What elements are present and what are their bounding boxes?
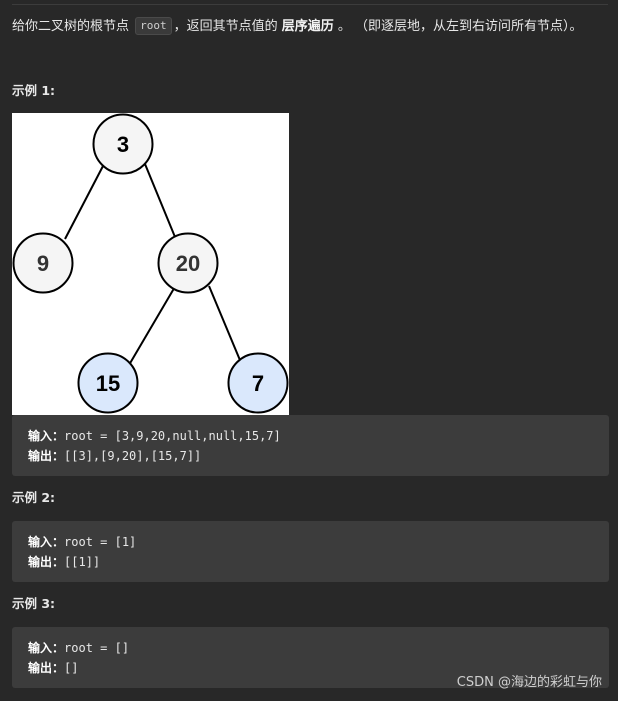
binary-tree-diagram: 3 9 20 15 7 <box>12 113 289 414</box>
node-circle <box>157 232 219 294</box>
tree-node-20: 20 <box>157 232 219 294</box>
input-value: root = [1] <box>64 535 137 549</box>
example-3-title: 示例 3: <box>12 596 56 611</box>
input-label: 输入： <box>28 641 65 655</box>
example-2-output-line: 输出：[[1]] <box>28 552 609 572</box>
edge-3-9 <box>64 165 104 240</box>
intro-text-3: 。 （即逐层地，从左到右访问所有节点）。 <box>333 19 583 34</box>
input-value: root = [] <box>64 641 130 655</box>
output-label: 输出： <box>28 555 65 569</box>
example-1-input-line: 输入：root = [3,9,20,null,null,15,7] <box>28 426 609 446</box>
input-label: 输入： <box>28 535 65 549</box>
edge-3-20 <box>144 163 176 238</box>
node-label: 15 <box>96 371 120 396</box>
output-value: [[1]] <box>64 555 101 569</box>
top-divider <box>12 4 608 5</box>
node-label: 7 <box>252 371 264 396</box>
binary-tree-image: 3 9 20 15 7 <box>12 113 289 415</box>
example-3-code-block: 输入：root = [] 输出：[] <box>12 627 609 688</box>
example-2-title: 示例 2: <box>12 490 56 505</box>
output-value: [[3],[9,20],[15,7]] <box>64 449 202 463</box>
example-2-code-block: 输入：root = [1] 输出：[[1]] <box>12 521 609 582</box>
tree-node-3: 3 <box>92 113 154 175</box>
tree-node-7: 7 <box>227 352 289 414</box>
example-3-output-line: 输出：[] <box>28 658 609 678</box>
input-value: root = [3,9,20,null,null,15,7] <box>64 429 281 443</box>
intro-text-2: ，返回其节点值的 <box>173 19 282 34</box>
node-circle <box>92 113 154 175</box>
node-circle <box>12 232 74 294</box>
node-circle <box>227 352 289 414</box>
node-label: 20 <box>176 251 200 276</box>
node-label: 3 <box>117 132 129 157</box>
example-3-input-line: 输入：root = [] <box>28 638 609 658</box>
edge-20-15 <box>128 284 177 366</box>
node-label: 9 <box>37 251 49 276</box>
tree-node-9: 9 <box>12 232 74 294</box>
problem-description: 给你二叉树的根节点 root，返回其节点值的 层序遍历 。 （即逐层地，从左到右… <box>12 17 612 37</box>
input-label: 输入： <box>28 429 65 443</box>
edge-20-7 <box>208 285 243 366</box>
intro-bold-term: 层序遍历 <box>281 19 334 34</box>
node-circle <box>77 352 139 414</box>
output-label: 输出： <box>28 661 65 675</box>
example-1-output-line: 输出：[[3],[9,20],[15,7]] <box>28 446 609 466</box>
intro-text-1: 给你二叉树的根节点 <box>12 19 134 34</box>
example-1-code-block: 输入：root = [3,9,20,null,null,15,7] 输出：[[3… <box>12 415 609 476</box>
tree-node-15: 15 <box>77 352 139 414</box>
output-label: 输出： <box>28 449 65 463</box>
output-value: [] <box>64 661 79 675</box>
csdn-watermark: CSDN @海边的彩虹与你 <box>456 675 602 690</box>
inline-code-root: root <box>135 17 172 35</box>
example-2-input-line: 输入：root = [1] <box>28 532 609 552</box>
example-1-title: 示例 1: <box>12 83 56 98</box>
